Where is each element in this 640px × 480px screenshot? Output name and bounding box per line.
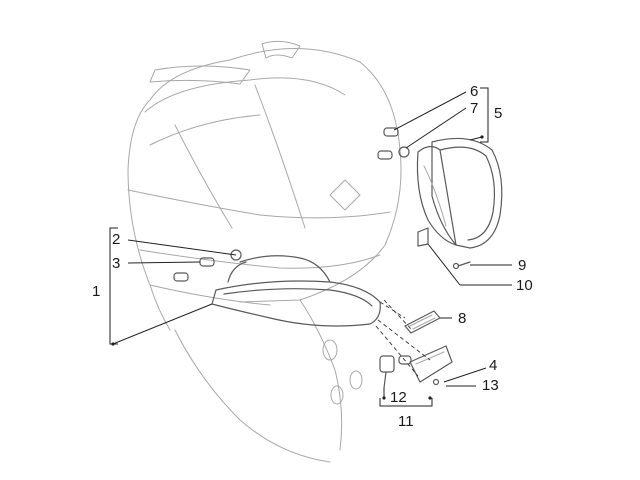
reflector-8 [404, 310, 441, 334]
callout-6: 6 [470, 83, 479, 100]
leader-lines [109, 87, 512, 407]
rear-body-fairing [127, 40, 402, 463]
bulbs-6-7 [377, 127, 410, 160]
clip-10 [417, 227, 429, 247]
callout-4: 4 [489, 357, 498, 374]
callout-13: 13 [482, 377, 499, 394]
alignment-dashes [375, 299, 431, 377]
callout-2: 2 [112, 231, 121, 248]
right-tail-light [416, 137, 503, 249]
socket-12 [379, 355, 412, 389]
plate-light-4 [409, 345, 453, 386]
callout-12: 12 [390, 389, 407, 406]
callout-7: 7 [470, 100, 479, 117]
left-tail-light [211, 255, 381, 327]
callout-5: 5 [494, 105, 503, 122]
callout-8: 8 [458, 310, 467, 327]
callout-9: 9 [518, 257, 527, 274]
callout-3: 3 [112, 255, 121, 272]
callout-10: 10 [516, 277, 533, 294]
screw-9 [452, 261, 471, 270]
callout-1: 1 [92, 283, 101, 300]
callout-11: 11 [398, 413, 414, 430]
